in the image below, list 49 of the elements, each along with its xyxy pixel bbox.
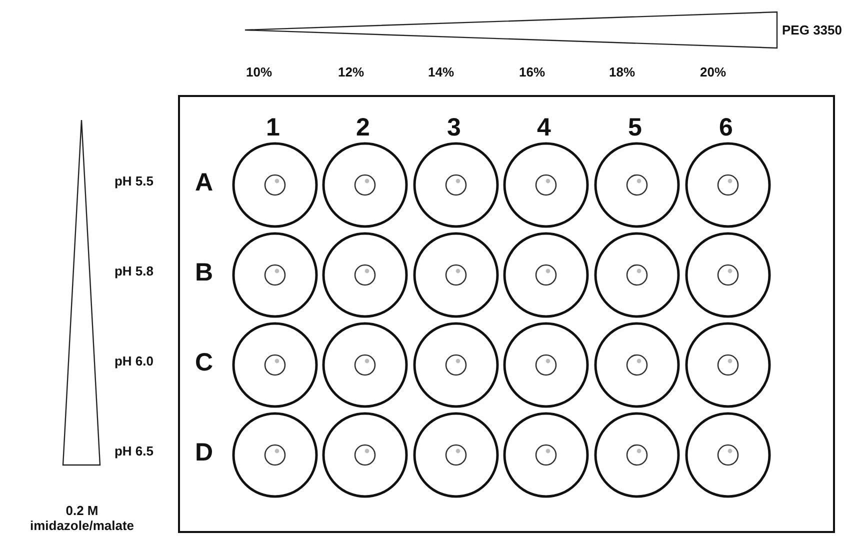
gradient-wedge bbox=[63, 120, 100, 465]
well-circle bbox=[594, 142, 680, 228]
well-circle bbox=[232, 142, 318, 228]
column-number: 1 bbox=[266, 114, 280, 142]
well-circle bbox=[503, 142, 589, 228]
concentration-label: 20% bbox=[700, 66, 726, 80]
row-letter: B bbox=[194, 258, 214, 288]
concentration-label: 14% bbox=[428, 66, 454, 80]
plate-frame bbox=[178, 95, 835, 533]
well-circle bbox=[594, 322, 680, 408]
well-circle bbox=[685, 142, 771, 228]
well-circle bbox=[322, 142, 408, 228]
row-letter: A bbox=[194, 168, 214, 198]
ph-label: pH 5.5 bbox=[114, 174, 154, 190]
well-circle bbox=[685, 232, 771, 318]
well-circle bbox=[232, 412, 318, 498]
well-circle bbox=[503, 412, 589, 498]
column-number: 4 bbox=[537, 114, 551, 142]
well-circle bbox=[503, 232, 589, 318]
well-circle bbox=[322, 412, 408, 498]
axis-title: PEG 3350 bbox=[782, 24, 842, 38]
row-letter: C bbox=[194, 348, 214, 378]
concentration-label: 18% bbox=[608, 66, 636, 80]
ph-label: pH 5.8 bbox=[114, 264, 154, 280]
well-circle bbox=[685, 412, 771, 498]
concentration-label: 10% bbox=[246, 66, 272, 80]
gradient-wedge bbox=[245, 12, 777, 48]
column-number: 6 bbox=[719, 114, 733, 142]
column-number: 5 bbox=[628, 114, 642, 142]
well-circle bbox=[413, 412, 499, 498]
well-circle bbox=[322, 232, 408, 318]
well-circle bbox=[232, 232, 318, 318]
well-circle bbox=[322, 322, 408, 408]
concentration-label: 16% bbox=[518, 66, 546, 80]
well-circle bbox=[413, 142, 499, 228]
well-circle bbox=[413, 232, 499, 318]
column-number: 2 bbox=[356, 114, 370, 142]
well-circle bbox=[685, 322, 771, 408]
row-letter: D bbox=[194, 438, 214, 468]
concentration-label: 12% bbox=[338, 66, 364, 80]
well-circle bbox=[413, 322, 499, 408]
axis-title: 0.2 M imidazole/malate bbox=[28, 504, 136, 534]
ph-label: pH 6.0 bbox=[114, 354, 154, 370]
well-circle bbox=[232, 322, 318, 408]
ph-label: pH 6.5 bbox=[114, 444, 154, 460]
well-circle bbox=[503, 322, 589, 408]
well-circle bbox=[594, 232, 680, 318]
well-circle bbox=[594, 412, 680, 498]
column-number: 3 bbox=[447, 114, 461, 142]
